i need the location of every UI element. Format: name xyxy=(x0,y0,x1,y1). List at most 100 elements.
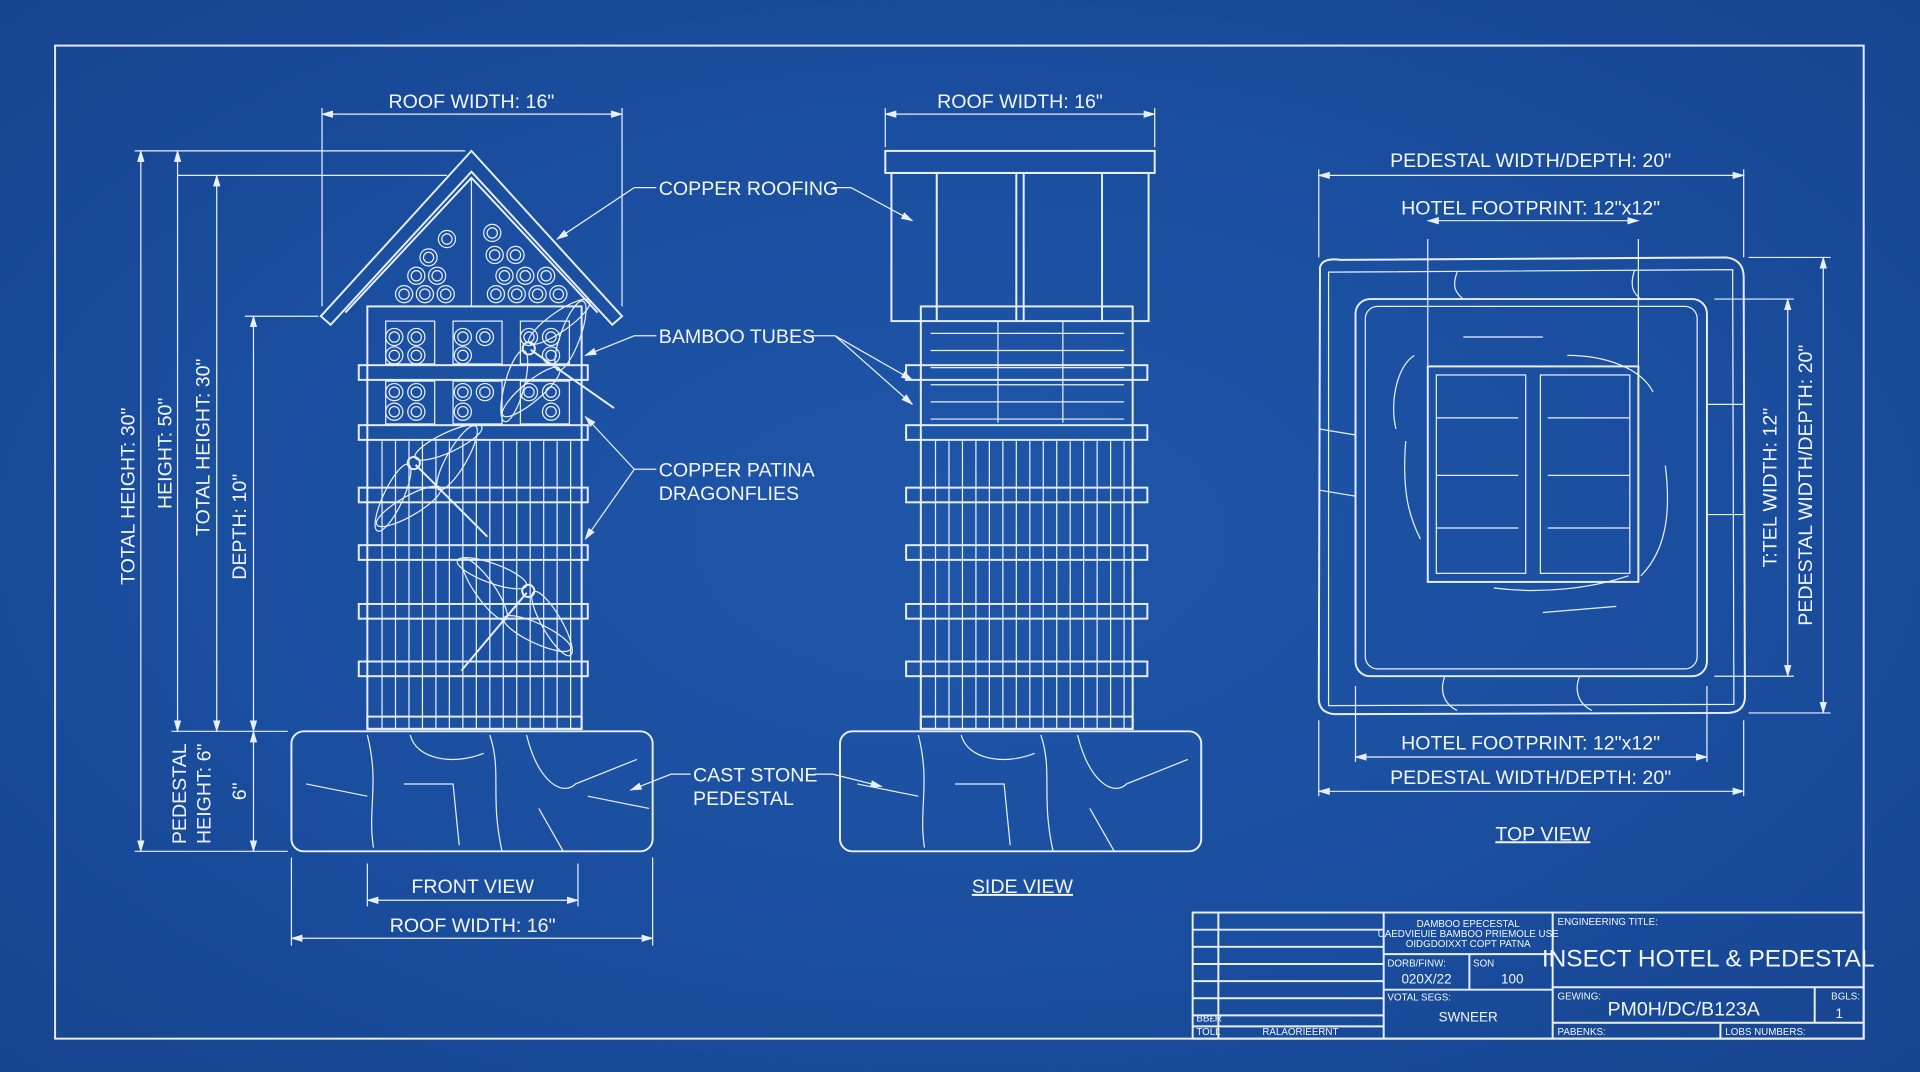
height-label: HEIGHT: 50" xyxy=(154,398,176,509)
shelf xyxy=(905,364,1149,381)
bamboo-tube xyxy=(453,346,473,365)
bamboo-tube xyxy=(495,266,514,285)
bottom-pedestal-width-label: PEDESTAL WIDTH/DEPTH: 20" xyxy=(1390,767,1671,789)
bamboo-tube xyxy=(437,229,457,249)
bamboo-tube xyxy=(407,346,426,365)
title-block: DAMBOO EPECESTAL UAEDVIEUIE BAMBOO PRIEM… xyxy=(1191,911,1875,1040)
bamboo-tube xyxy=(506,245,525,265)
shelf xyxy=(905,486,1149,504)
tol-label: TOLL xyxy=(1196,1027,1221,1038)
front-pedestal xyxy=(290,730,654,853)
front-roof-width-label: ROOF WIDTH: 16" xyxy=(389,91,555,113)
bamboo-tube xyxy=(485,245,504,265)
depth-label: DEPTH: 10" xyxy=(229,474,251,580)
bamboo-tube xyxy=(536,266,556,285)
drawing-border xyxy=(54,44,1865,1040)
bamboo-tube xyxy=(436,284,455,304)
front-roof xyxy=(319,149,624,327)
top-view: PEDESTAL WIDTH/DEPTH: 20" HOTEL FOOTPRIN… xyxy=(1317,150,1831,845)
total-height-outer-label: TOTAL HEIGHT: 30" xyxy=(118,407,140,584)
bamboo-tube xyxy=(394,284,414,304)
bamboo-tube xyxy=(549,284,568,304)
son-label: SON xyxy=(1473,958,1494,969)
bamboo-tube xyxy=(516,266,535,285)
side-body xyxy=(905,305,1149,730)
side-pedestal-width-label: PEDESTAL WIDTH/DEPTH: 20" xyxy=(1795,345,1817,626)
bamboo-tube xyxy=(453,402,473,421)
side-view: ROOF WIDTH: 16" SIDE VIEW xyxy=(839,91,1203,898)
front-body xyxy=(357,305,589,730)
lobs-numbers-label: LOBS NUMBERS: xyxy=(1725,1027,1805,1038)
shelf xyxy=(357,602,589,620)
dragonflies-callout-1: COPPER PATINA xyxy=(659,460,816,482)
drawing-label: GEWING: xyxy=(1558,991,1601,1002)
parents-label: PABENKS: xyxy=(1558,1027,1606,1038)
bamboo-tube xyxy=(541,327,561,347)
date-label: DORB/FINW: xyxy=(1387,958,1446,969)
bamboo-tube xyxy=(407,382,426,402)
shelf xyxy=(905,424,1149,441)
pedestal-height-label-2: HEIGHT: 6" xyxy=(194,743,216,844)
bamboo-tube xyxy=(475,327,495,347)
bamboo-tube xyxy=(385,346,404,365)
pedestal-callout-1: CAST STONE xyxy=(693,765,817,787)
shelf xyxy=(905,660,1149,678)
bamboo-tube xyxy=(407,266,426,285)
title-note-1: DAMBOO EPECESTAL xyxy=(1417,919,1521,930)
title-note-3: OIDGDOIXXT COPT PATNA xyxy=(1406,939,1531,950)
son-value: 100 xyxy=(1501,972,1523,987)
bamboo-tube xyxy=(453,382,473,402)
bamboo-tube xyxy=(507,284,526,304)
bamboo-tube xyxy=(528,284,547,304)
bamboo-tube xyxy=(541,346,561,365)
bamboo-tube xyxy=(453,327,473,347)
side-view-label: SIDE VIEW xyxy=(972,876,1074,898)
bamboo-tube xyxy=(385,382,404,402)
total-value: SWNEER xyxy=(1439,1010,1498,1025)
dragonflies-callout-2: DRAGONFLIES xyxy=(659,483,799,505)
dragonfly-icon xyxy=(500,298,615,423)
copper-roofing-callout: COPPER ROOFING xyxy=(659,178,838,200)
bamboo-tube xyxy=(415,284,435,304)
bamboo-tube xyxy=(407,327,426,347)
sheet-label: BGLS: xyxy=(1831,991,1860,1002)
engineering-title-label: ENGINEERING TITLE: xyxy=(1558,917,1658,928)
shelf xyxy=(357,544,589,561)
shelf xyxy=(357,424,589,441)
rev-label: BB£R xyxy=(1196,1014,1222,1025)
hotel-width-label: T:TEL WIDTH: 12" xyxy=(1760,408,1782,568)
sheet-value: 1 xyxy=(1835,1006,1842,1021)
rev-value: RALAORIEERNT xyxy=(1262,1027,1338,1038)
callouts: COPPER ROOFING BAMBOO TUBES COPPER PATIN… xyxy=(556,178,914,810)
shelf xyxy=(357,660,589,678)
drawing-number: PM0H/DC/B123A xyxy=(1608,998,1761,1020)
date-value: 020X/22 xyxy=(1401,972,1451,987)
top-pedestal-width-label: PEDESTAL WIDTH/DEPTH: 20" xyxy=(1390,150,1671,172)
shelf xyxy=(905,544,1149,561)
title-note-2: UAEDVIEUIE BAMBOO PRIEMOLE USE xyxy=(1378,929,1559,940)
bamboo-tube xyxy=(541,402,561,421)
bamboo-tube xyxy=(385,327,404,347)
top-view-label: TOP VIEW xyxy=(1495,823,1591,845)
bamboo-tube xyxy=(385,402,404,421)
shelf xyxy=(357,364,589,381)
pedestal-height-label-1: PEDESTAL xyxy=(169,743,191,844)
bamboo-tube xyxy=(427,266,447,285)
bamboo-tube xyxy=(486,284,506,304)
front-view-label: FRONT VIEW xyxy=(411,876,534,898)
total-label: VOTAL SEGS: xyxy=(1387,993,1451,1004)
bamboo-tube xyxy=(541,382,561,402)
dragonfly-icon xyxy=(456,557,573,672)
front-roof-width-bottom-label: ROOF WIDTH: 16" xyxy=(390,915,556,937)
shelf xyxy=(905,602,1149,620)
bottom-footprint-label: HOTEL FOOTPRINT: 12"x12" xyxy=(1401,733,1660,755)
pedestal-callout-2: PEDESTAL xyxy=(693,788,794,810)
shelf xyxy=(357,486,589,504)
bamboo-tube xyxy=(483,223,502,243)
dragonfly-icon xyxy=(374,298,615,672)
side-roof-width-label: ROOF WIDTH: 16" xyxy=(937,91,1103,113)
total-height-inner-label: TOTAL HEIGHT: 30" xyxy=(192,358,214,535)
engineering-title: INSECT HOTEL & PEDESTAL xyxy=(1542,945,1875,972)
bamboo-tube xyxy=(475,382,495,402)
